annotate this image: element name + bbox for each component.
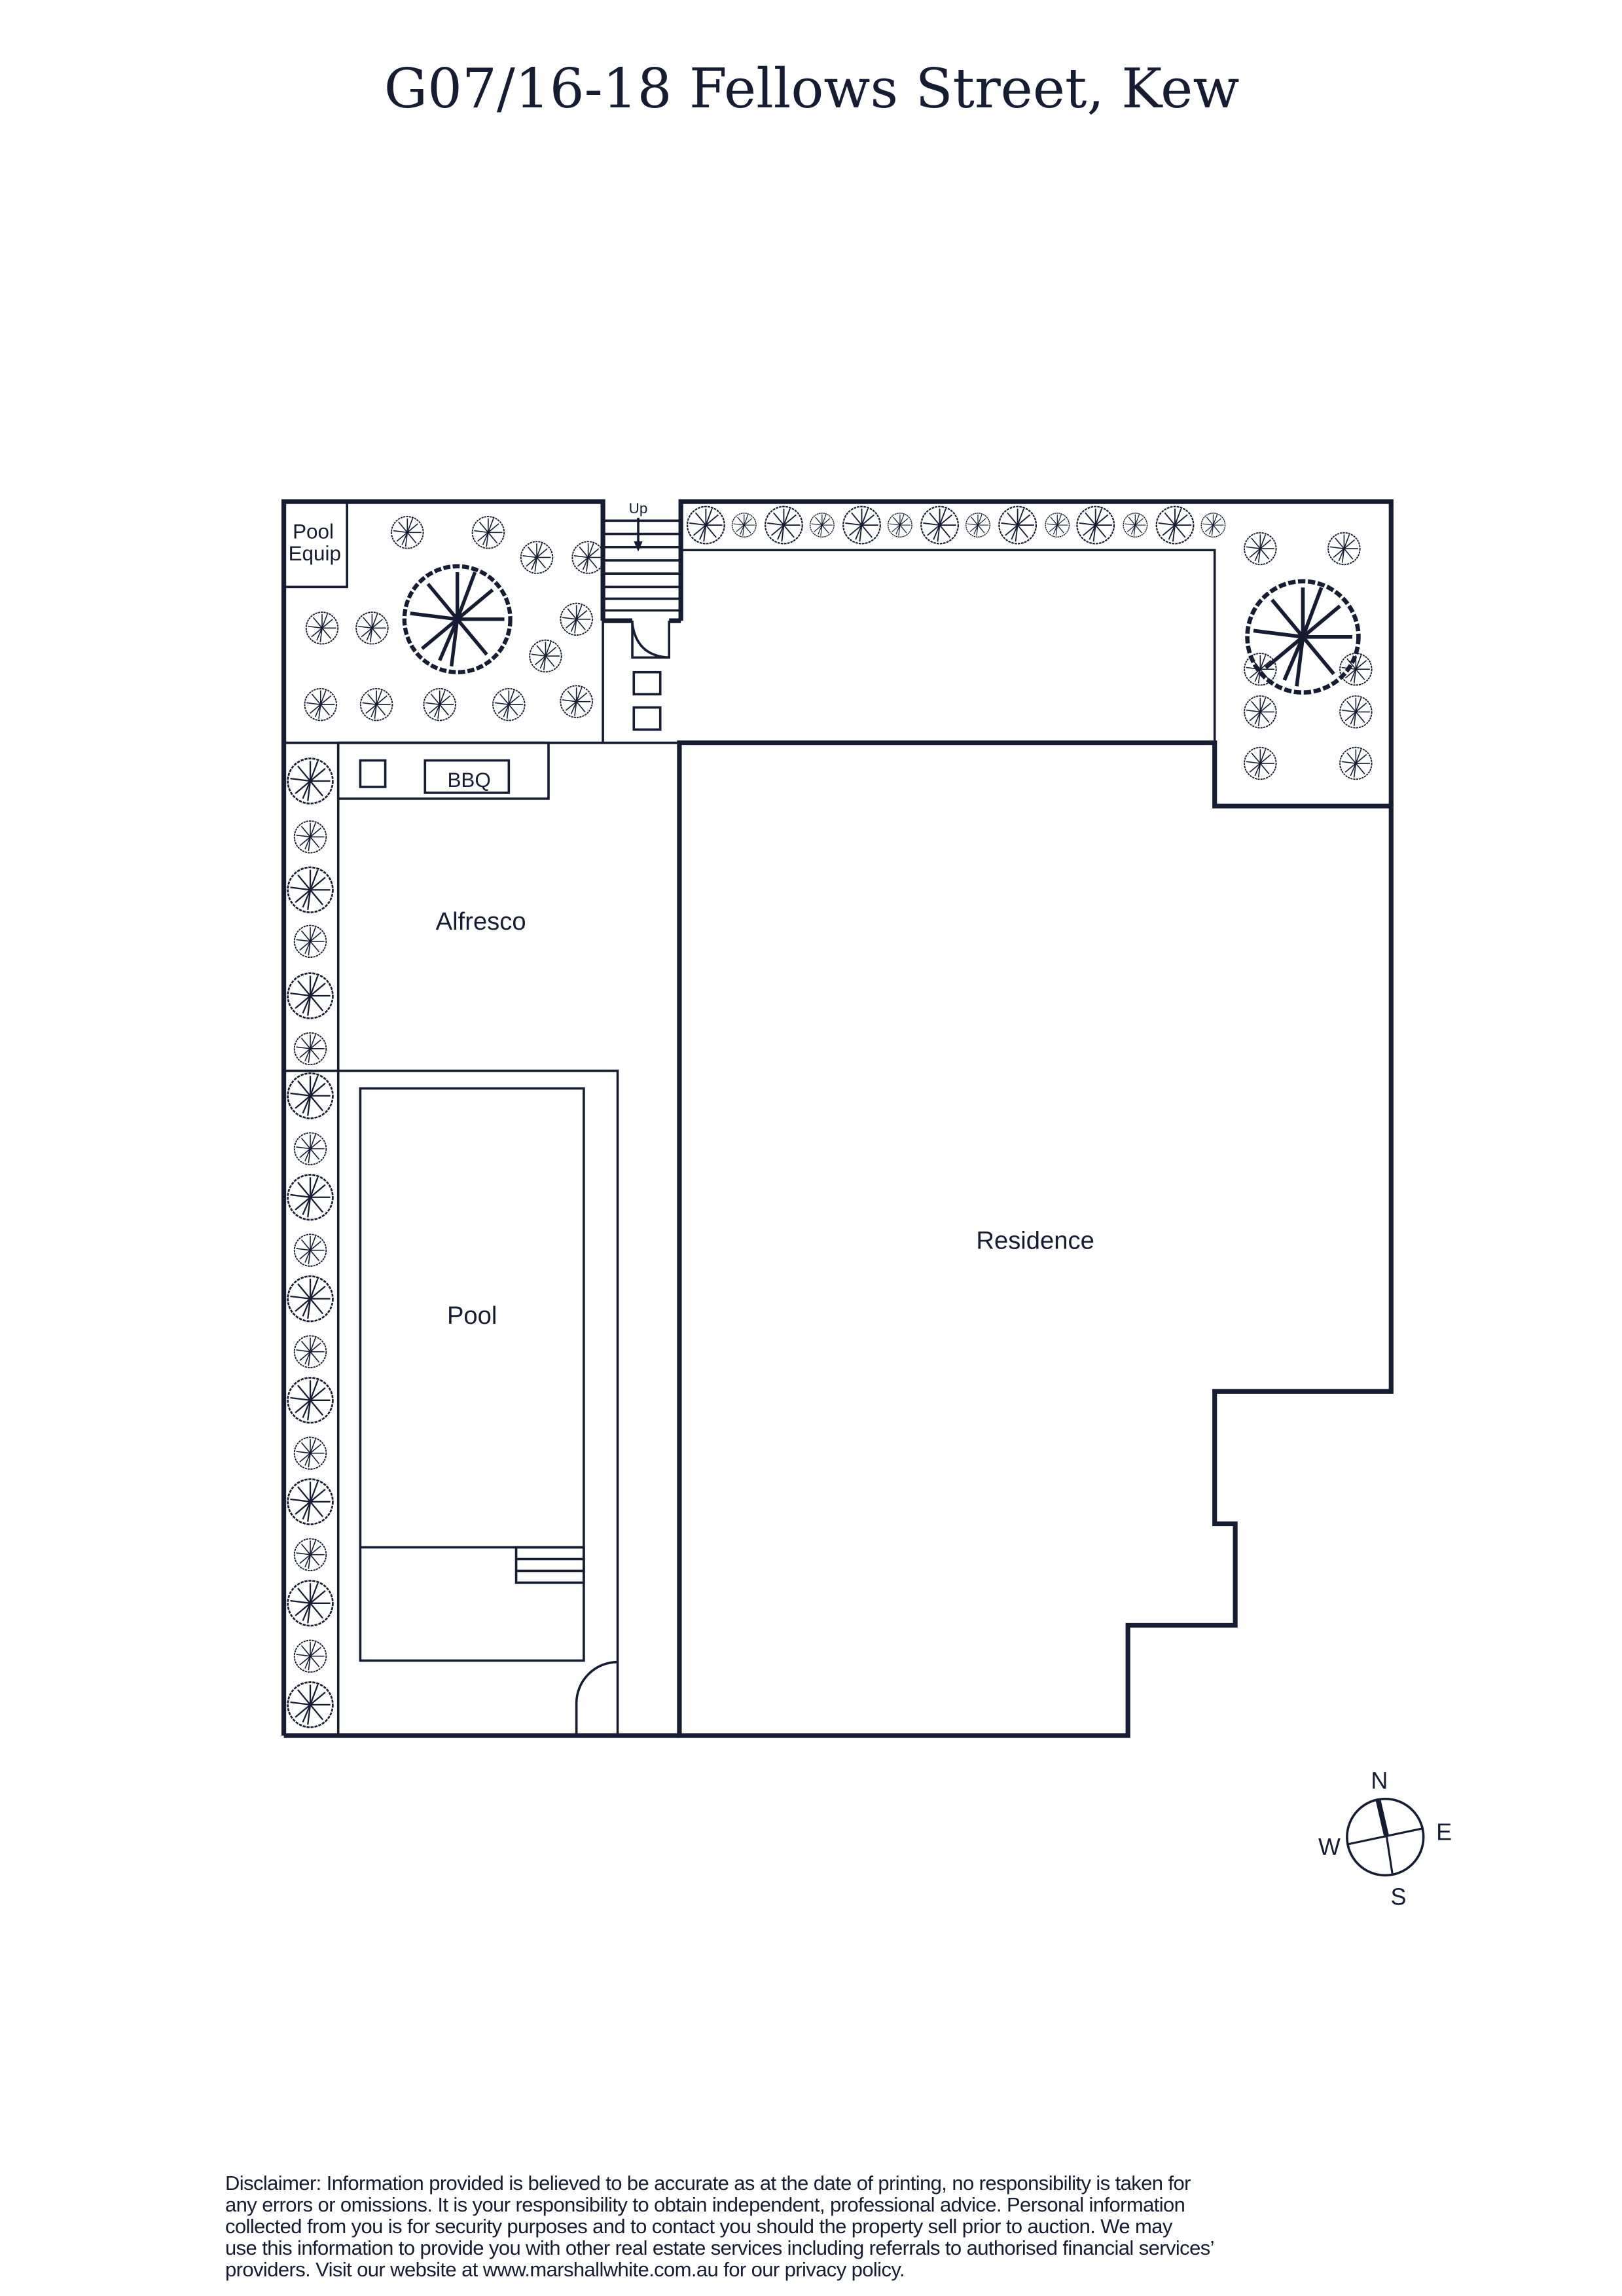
disclaimer: Disclaimer: Information provided is beli… bbox=[225, 2172, 1390, 2280]
compass-e: E bbox=[1436, 1819, 1452, 1846]
disclaimer-line: Disclaimer: Information provided is beli… bbox=[225, 2172, 1191, 2195]
tree-icon bbox=[293, 924, 327, 958]
tree-icon bbox=[287, 866, 334, 913]
sink bbox=[359, 759, 387, 788]
page-title: G07/16-18 Fellows Street, Kew bbox=[384, 57, 1240, 120]
tree-icon bbox=[492, 687, 526, 721]
tree-icon bbox=[423, 687, 456, 721]
tree-icon bbox=[560, 602, 593, 636]
tree-icon bbox=[731, 513, 757, 538]
compass: N E S W bbox=[1318, 1767, 1452, 1910]
tree-icon bbox=[1200, 513, 1226, 538]
compass-s: S bbox=[1391, 1883, 1407, 1910]
tree-icon bbox=[520, 541, 554, 574]
pool-gate bbox=[575, 1660, 618, 1736]
tree-icon bbox=[293, 820, 327, 854]
pool bbox=[359, 1087, 585, 1662]
tree-icon bbox=[1244, 532, 1277, 566]
tree-icon bbox=[287, 1377, 334, 1424]
residence-outline bbox=[677, 740, 1394, 1738]
tree-icon bbox=[1045, 513, 1070, 538]
tree-icon bbox=[287, 972, 334, 1019]
tree-icon bbox=[293, 1538, 327, 1571]
tree-icon bbox=[293, 1233, 327, 1267]
tree-icon bbox=[998, 505, 1037, 545]
tree-icon bbox=[1244, 695, 1277, 729]
bbq bbox=[424, 759, 511, 794]
tree-icon bbox=[293, 1436, 327, 1470]
tree-icon bbox=[965, 513, 990, 538]
tree-icon bbox=[888, 513, 912, 538]
step-stone bbox=[632, 706, 662, 731]
residence-label: Residence bbox=[976, 1226, 1094, 1254]
tree-icon bbox=[293, 1032, 327, 1066]
compass-w: W bbox=[1318, 1833, 1341, 1860]
floor-plan: Up Pool Equip BBQ Alfresco Pool bbox=[281, 499, 1394, 1738]
tree-icon bbox=[1123, 513, 1148, 538]
pool-equip-room bbox=[282, 500, 348, 589]
garden-edge bbox=[681, 549, 1216, 743]
tree-icon bbox=[1248, 581, 1359, 693]
tree-icon bbox=[560, 685, 593, 718]
tree-icon bbox=[529, 639, 562, 673]
tree-icon bbox=[1327, 532, 1361, 566]
tree-icon bbox=[1076, 505, 1115, 545]
alfresco-label: Alfresco bbox=[436, 907, 526, 936]
tree-icon bbox=[287, 1072, 334, 1120]
tree-icon bbox=[1155, 505, 1195, 545]
step-stone bbox=[632, 670, 662, 696]
tree-icon bbox=[471, 516, 505, 549]
tree-icon bbox=[1339, 746, 1373, 780]
disclaimer-line: use this information to provide you with… bbox=[225, 2236, 1215, 2259]
tree-icon bbox=[305, 611, 339, 645]
pool-equip-label: Equip bbox=[289, 542, 341, 565]
tree-icon bbox=[287, 757, 334, 805]
tree-icon bbox=[765, 505, 803, 545]
tree-icon bbox=[287, 1275, 334, 1322]
tree-icon bbox=[920, 505, 959, 545]
pool-steps bbox=[514, 1546, 585, 1584]
compass-circle bbox=[1346, 1797, 1425, 1877]
tree-icon bbox=[293, 1335, 327, 1368]
disclaimer-line: providers. Visit our website at www.mars… bbox=[225, 2258, 905, 2281]
tree-icon bbox=[571, 541, 605, 574]
tree-icon bbox=[355, 611, 389, 645]
tree-icon bbox=[686, 505, 725, 545]
pool-equip-label: Pool bbox=[293, 520, 334, 543]
tree-icon bbox=[287, 1174, 334, 1221]
tree-icon bbox=[287, 1580, 334, 1627]
pool-label: Pool bbox=[447, 1302, 497, 1330]
tree-icon bbox=[1339, 695, 1373, 729]
tree-icon bbox=[405, 566, 511, 672]
trees bbox=[287, 505, 1373, 1728]
bbq-label: BBQ bbox=[447, 769, 490, 792]
tree-icon bbox=[391, 516, 424, 549]
tree-icon bbox=[293, 1132, 327, 1165]
compass-n: N bbox=[1371, 1767, 1388, 1794]
boundary-wall bbox=[281, 499, 605, 1736]
pool-fence bbox=[283, 1069, 619, 1736]
tree-icon bbox=[293, 1639, 327, 1673]
tree-icon bbox=[1244, 746, 1277, 780]
disclaimer-line: collected from you is for security purpo… bbox=[225, 2215, 1172, 2238]
stairs-up-label: Up bbox=[629, 500, 648, 517]
staircase bbox=[603, 517, 681, 659]
tree-icon bbox=[287, 1478, 334, 1525]
tree-icon bbox=[842, 505, 881, 545]
tree-icon bbox=[359, 687, 393, 721]
tree-icon bbox=[304, 687, 337, 721]
bbq-bench bbox=[336, 741, 550, 800]
north-needle-icon bbox=[1375, 1798, 1390, 1838]
tree-icon bbox=[287, 1681, 334, 1728]
disclaimer-line: any errors or omissions. It is your resp… bbox=[225, 2193, 1185, 2216]
tree-icon bbox=[809, 513, 835, 538]
